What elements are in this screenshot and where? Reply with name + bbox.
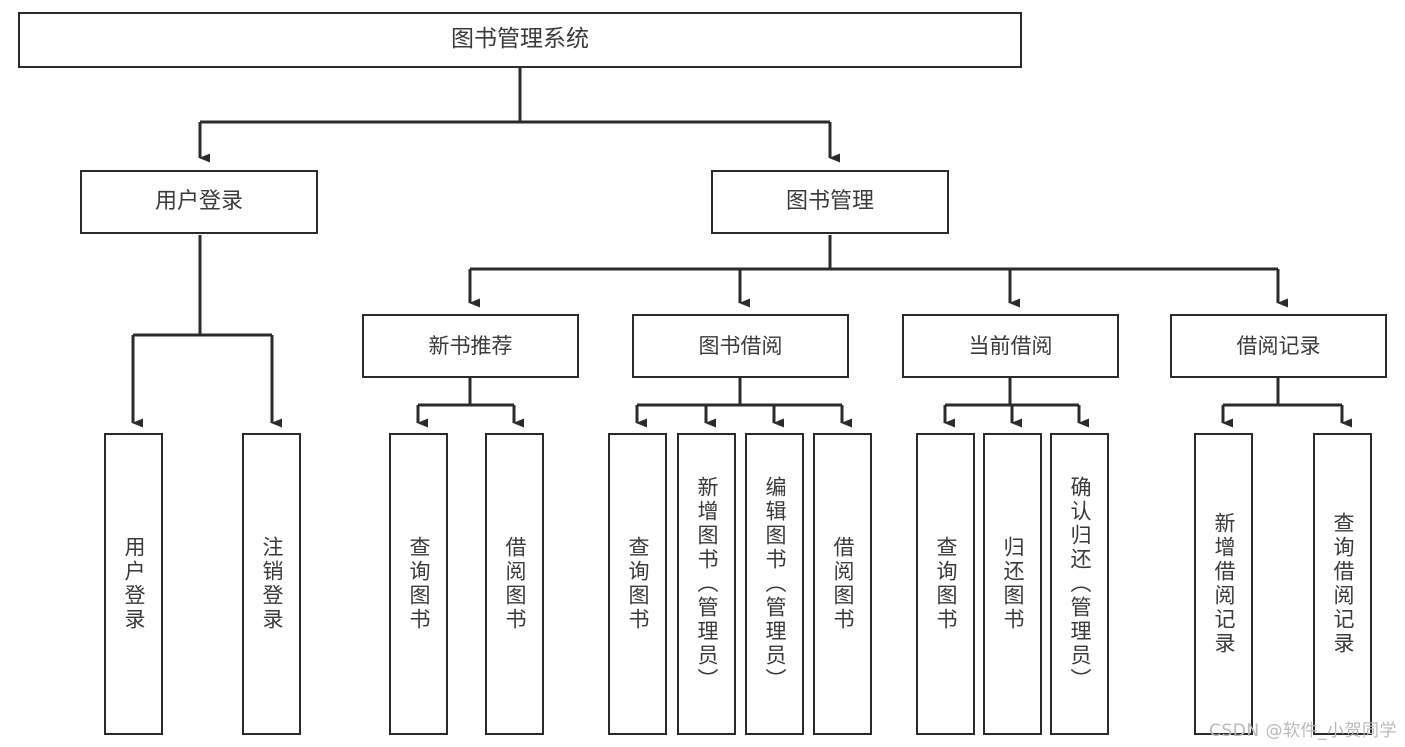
node-current-borrow-label: 当前借阅 (968, 333, 1053, 358)
node-book-manage[interactable]: 图书管理 (711, 170, 949, 234)
node-book-borrow[interactable]: 图书借阅 (632, 314, 849, 378)
node-new-book-rec-label: 新书推荐 (428, 333, 513, 358)
node-leaf-user-login[interactable]: 用户登录 (104, 433, 163, 735)
node-leaf-borrow-book-1[interactable]: 借阅图书 (485, 433, 544, 735)
node-leaf-add-book-label: 新增图书（管理员） (695, 476, 719, 692)
node-leaf-query-record-label: 查询借阅记录 (1331, 512, 1355, 656)
node-leaf-user-login-label: 用户登录 (122, 536, 146, 632)
node-leaf-borrow-book-2[interactable]: 借阅图书 (813, 433, 872, 735)
node-user-login[interactable]: 用户登录 (80, 170, 318, 234)
node-leaf-add-book[interactable]: 新增图书（管理员） (677, 433, 736, 735)
node-new-book-rec[interactable]: 新书推荐 (362, 314, 579, 378)
node-root-label: 图书管理系统 (451, 26, 589, 53)
node-leaf-add-record[interactable]: 新增借阅记录 (1194, 433, 1253, 735)
node-leaf-logout-login-label: 注销登录 (260, 536, 284, 632)
node-book-borrow-label: 图书借阅 (698, 333, 783, 358)
node-leaf-edit-book[interactable]: 编辑图书（管理员） (745, 433, 804, 735)
node-current-borrow[interactable]: 当前借阅 (902, 314, 1119, 378)
node-leaf-return-book-label: 归还图书 (1001, 536, 1025, 632)
node-book-manage-label: 图书管理 (785, 189, 874, 215)
node-leaf-confirm-return[interactable]: 确认归还（管理员） (1050, 433, 1109, 735)
node-leaf-edit-book-label: 编辑图书（管理员） (763, 476, 787, 692)
node-leaf-query-book-2[interactable]: 查询图书 (608, 433, 667, 735)
node-leaf-add-record-label: 新增借阅记录 (1212, 512, 1236, 656)
node-leaf-query-record[interactable]: 查询借阅记录 (1313, 433, 1372, 735)
node-root[interactable]: 图书管理系统 (18, 12, 1022, 68)
node-leaf-query-book-1[interactable]: 查询图书 (389, 433, 448, 735)
node-leaf-borrow-book-1-label: 借阅图书 (503, 536, 527, 632)
node-leaf-query-book-2-label: 查询图书 (626, 536, 650, 632)
node-leaf-query-book-1-label: 查询图书 (407, 536, 431, 632)
node-leaf-query-book-3-label: 查询图书 (934, 536, 958, 632)
node-user-login-label: 用户登录 (154, 189, 243, 215)
node-leaf-logout-login[interactable]: 注销登录 (242, 433, 301, 735)
node-borrow-record[interactable]: 借阅记录 (1170, 314, 1387, 378)
node-borrow-record-label: 借阅记录 (1236, 333, 1321, 358)
node-leaf-return-book[interactable]: 归还图书 (983, 433, 1042, 735)
node-leaf-query-book-3[interactable]: 查询图书 (916, 433, 975, 735)
node-leaf-borrow-book-2-label: 借阅图书 (831, 536, 855, 632)
node-leaf-confirm-return-label: 确认归还（管理员） (1068, 476, 1092, 692)
